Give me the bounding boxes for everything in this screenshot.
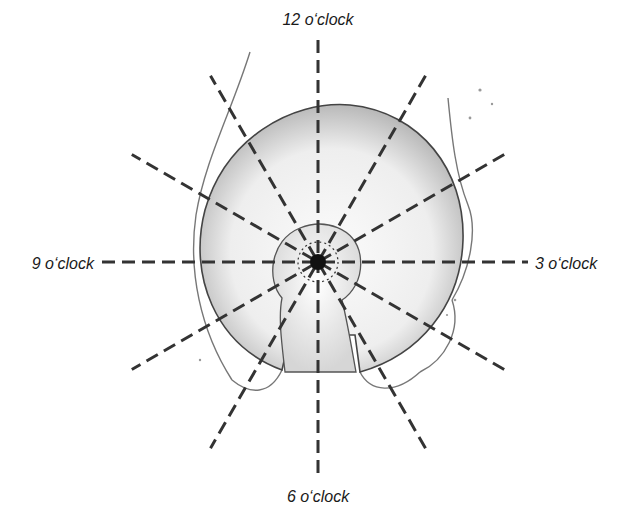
clock-position-label: 9 o‘clock xyxy=(29,253,97,274)
bone-outline xyxy=(194,52,473,390)
clock-position-label: 3 o‘clock xyxy=(532,253,600,274)
center-point xyxy=(310,254,326,270)
center-ring xyxy=(298,242,338,282)
clock-position-label: 6 o‘clock xyxy=(284,486,352,507)
clock-lines xyxy=(102,40,528,480)
clock-position-label: 12 o‘clock xyxy=(279,9,356,30)
